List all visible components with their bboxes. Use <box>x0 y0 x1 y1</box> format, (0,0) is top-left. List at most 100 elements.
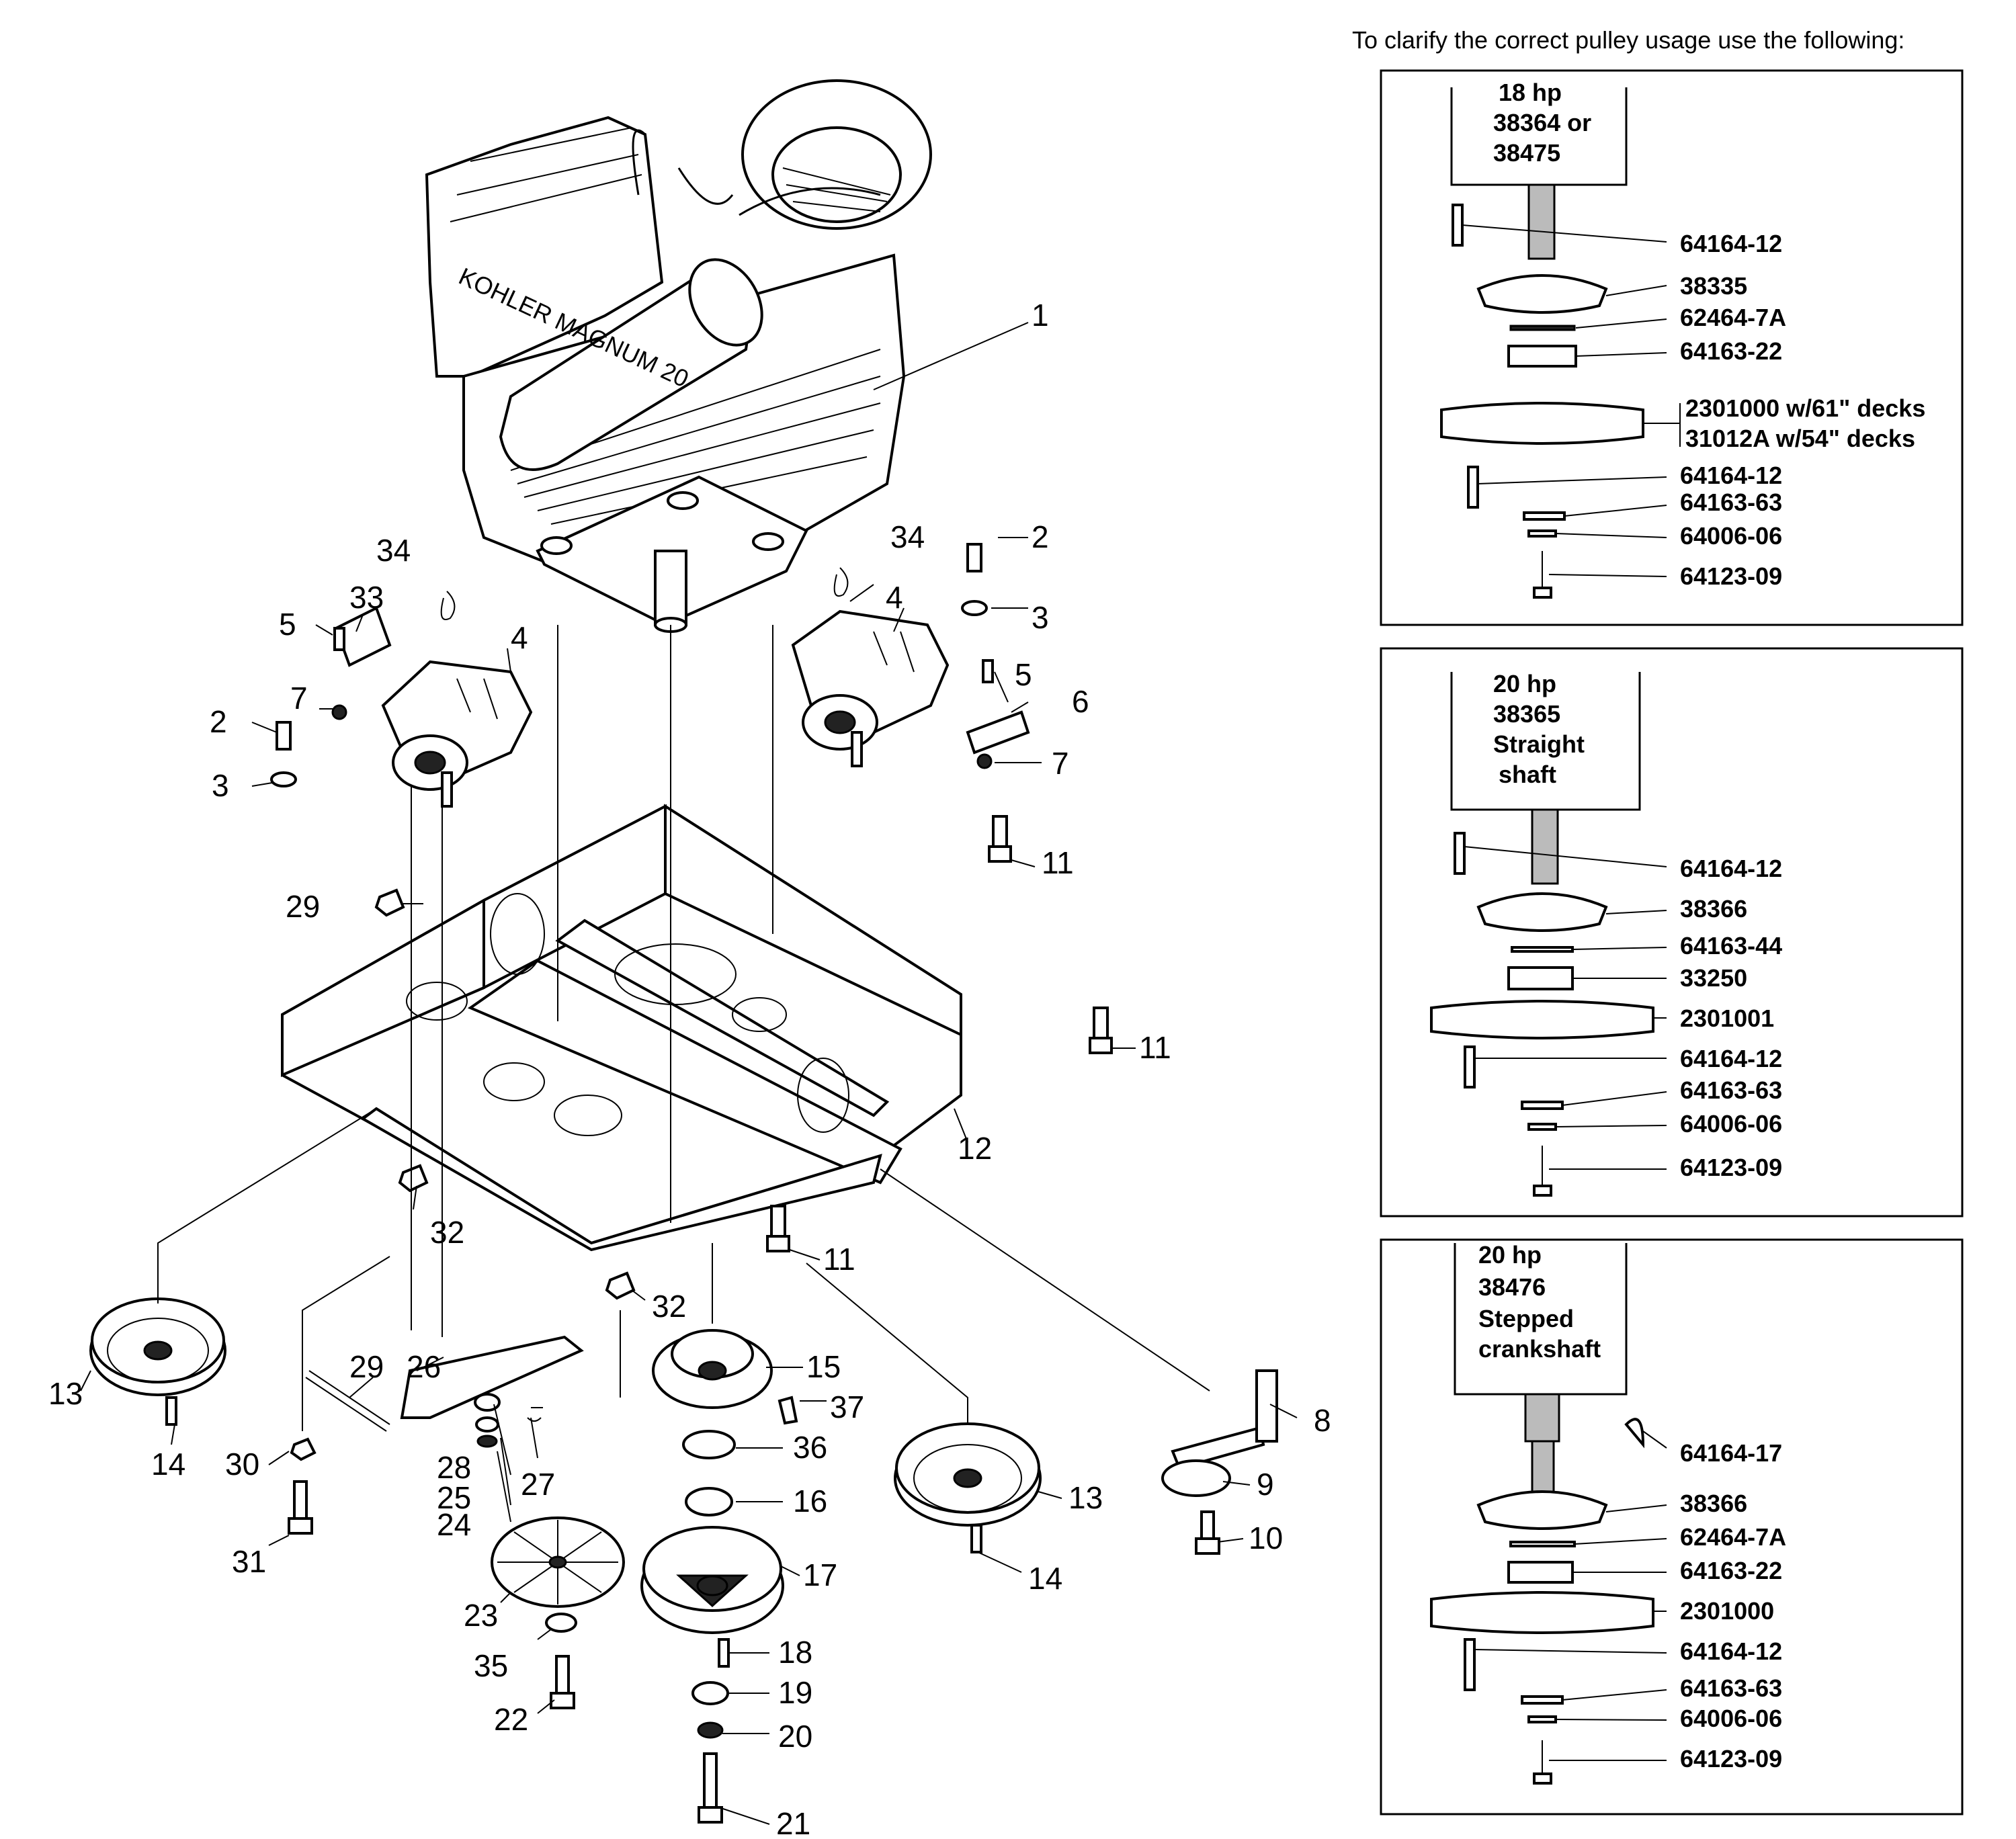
panel2-part-9: 64123-09 <box>1680 1154 1782 1181</box>
callout-36: 36 <box>793 1430 827 1465</box>
panel2-part-3: 64163-44 <box>1680 932 1782 959</box>
panel2-engine-line4: shaft <box>1499 761 1556 788</box>
callout-5-left: 5 <box>279 607 296 642</box>
panel1-part-1: 64164-12 <box>1680 230 1782 257</box>
callout-11-b: 11 <box>1139 1030 1171 1065</box>
callout-30: 30 <box>225 1447 259 1482</box>
callout-29-lower: 29 <box>349 1349 384 1384</box>
panel3-part-8: 64006-06 <box>1680 1705 1782 1732</box>
callout-22: 22 <box>494 1702 528 1737</box>
panel1-engine-line2: 38364 or <box>1493 109 1591 136</box>
callout-32-left: 32 <box>430 1215 464 1250</box>
engine-pulley-17 <box>640 1526 784 1634</box>
callout-26: 26 <box>407 1349 441 1384</box>
callout-29-upper: 29 <box>286 889 320 924</box>
frame-fasteners <box>374 815 1113 1300</box>
panel3-part-3: 62464-7A <box>1680 1523 1786 1551</box>
callout-1: 1 <box>1032 298 1049 333</box>
callout-20: 20 <box>778 1719 812 1754</box>
callout-8: 8 <box>1314 1403 1331 1438</box>
callout-34-left: 34 <box>376 533 411 568</box>
callout-11-c: 11 <box>823 1242 855 1277</box>
callout-7-right: 7 <box>1052 746 1069 781</box>
panel1-part-3: 62464-7A <box>1680 304 1786 331</box>
panel3-engine-line3: Stepped <box>1478 1305 1574 1332</box>
callout-9: 9 <box>1257 1467 1274 1502</box>
callout-3-left: 3 <box>212 768 229 803</box>
panel1-part-10: 64123-09 <box>1680 562 1782 590</box>
callout-25: 25 <box>437 1480 471 1515</box>
callout-37: 37 <box>830 1389 864 1424</box>
callout-3-right: 3 <box>1032 600 1049 635</box>
panel1-part-9: 64006-06 <box>1680 522 1782 550</box>
chassis-frame <box>281 804 962 1252</box>
callout-14-left: 14 <box>151 1447 185 1482</box>
pulley-panel-18hp: 18 hp 38364 or 38475 64164-12 38335 6246… <box>1380 69 1964 626</box>
callout-7-left: 7 <box>290 681 308 716</box>
assembly-lines <box>157 625 1210 1431</box>
panel2-part-4: 33250 <box>1680 964 1747 992</box>
callout-6: 6 <box>1072 684 1089 719</box>
lower-hardware <box>288 1335 1278 1824</box>
callout-34-right: 34 <box>890 519 925 554</box>
panel2-part-8: 64006-06 <box>1680 1110 1782 1138</box>
callout-24: 24 <box>437 1507 471 1542</box>
callout-5-right: 5 <box>1015 657 1032 692</box>
idler-pulley-15 <box>652 1329 773 1409</box>
panel2-engine-line2: 38365 <box>1493 700 1560 728</box>
panel1-part-5: 2301000 w/61" decks <box>1685 394 1925 422</box>
panel3-part-9: 64123-09 <box>1680 1745 1782 1772</box>
left-drive-pulley <box>89 1297 226 1426</box>
callout-2-right: 2 <box>1032 519 1049 554</box>
panel3-engine-line1: 20 hp <box>1478 1241 1542 1269</box>
callout-35: 35 <box>474 1648 508 1683</box>
callout-12: 12 <box>958 1131 992 1166</box>
callout-32-right: 32 <box>652 1289 686 1324</box>
panel2-part-5: 2301001 <box>1680 1004 1774 1032</box>
callout-numbers: 1 2 2 3 3 4 4 5 5 6 7 7 8 9 10 11 11 11 … <box>48 298 1331 1839</box>
callout-33: 33 <box>349 580 384 615</box>
panel1-engine-line3: 38475 <box>1493 139 1560 167</box>
callout-27: 27 <box>521 1467 555 1502</box>
callout-23: 23 <box>464 1598 498 1633</box>
panel3-part-6: 64164-12 <box>1680 1637 1782 1665</box>
left-hydro-pump <box>381 660 533 808</box>
callout-18: 18 <box>778 1635 812 1670</box>
right-hydro-pump <box>791 609 950 767</box>
panel2-part-6: 64164-12 <box>1680 1045 1782 1072</box>
pulley-panel-20hp-straight: 20 hp 38365 Straight shaft 64164-12 3836… <box>1380 647 1964 1217</box>
panel1-part-8: 64163-63 <box>1680 488 1782 516</box>
callout-4-left: 4 <box>511 620 528 655</box>
callout-13-left: 13 <box>48 1376 83 1411</box>
pulley-usage-note: To clarify the correct pulley usage use … <box>1352 26 1904 54</box>
pulley-panel-20hp-stepped: 20 hp 38476 Stepped crankshaft 64164-17 … <box>1380 1238 1964 1815</box>
panel2-engine-line1: 20 hp <box>1493 670 1556 697</box>
panel2-part-1: 64164-12 <box>1680 855 1782 882</box>
callout-31: 31 <box>232 1544 266 1579</box>
callout-2-left: 2 <box>210 704 227 739</box>
panel3-engine-line2: 38476 <box>1478 1273 1546 1301</box>
right-drive-pulley <box>894 1422 1042 1553</box>
callout-21: 21 <box>776 1806 810 1839</box>
callout-16: 16 <box>793 1484 827 1519</box>
pump-hardware <box>270 543 1030 787</box>
panel3-part-5: 2301000 <box>1680 1597 1774 1625</box>
panel1-engine-line1: 18 hp <box>1499 79 1562 106</box>
callout-28: 28 <box>437 1450 471 1485</box>
panel3-part-1: 64164-17 <box>1680 1439 1782 1467</box>
callout-10: 10 <box>1249 1521 1283 1555</box>
callout-13-right: 13 <box>1068 1480 1103 1515</box>
panel2-part-7: 64163-63 <box>1680 1076 1782 1104</box>
idler-pulley-23 <box>491 1516 625 1608</box>
panel1-part-4: 64163-22 <box>1680 337 1782 365</box>
engine-illustration: KOHLER MAGNUM 20 <box>425 79 932 633</box>
callout-19: 19 <box>778 1675 812 1710</box>
panel1-part-2: 38335 <box>1680 272 1747 300</box>
panel3-part-4: 64163-22 <box>1680 1557 1782 1584</box>
callout-4-right: 4 <box>886 580 903 615</box>
panel2-part-2: 38366 <box>1680 895 1747 923</box>
callout-leaders <box>80 322 1298 1825</box>
panel3-part-7: 64163-63 <box>1680 1674 1782 1702</box>
panel1-part-6: 31012A w/54" decks <box>1685 425 1915 452</box>
